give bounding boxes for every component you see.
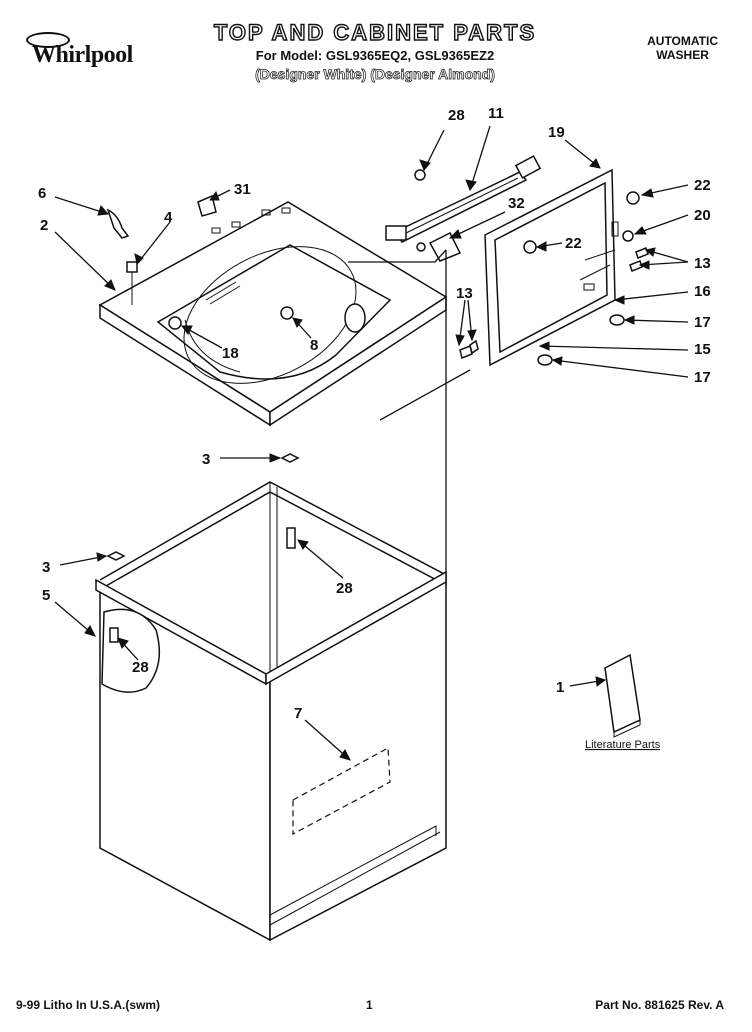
- callout-13-left: 13: [456, 285, 473, 302]
- callout-3: 3: [202, 451, 210, 468]
- literature-booklet: [604, 653, 641, 738]
- lid-switch-assembly: [385, 155, 542, 262]
- arrowheads: [84, 158, 656, 761]
- washer-top: [98, 201, 448, 427]
- washer-cabinet: [95, 481, 447, 942]
- product-line-1: AUTOMATIC: [647, 34, 718, 48]
- callout-2: 2: [40, 217, 48, 234]
- logo-oval: [26, 32, 70, 48]
- lid-frame: [484, 168, 619, 367]
- callout-17-lower: 17: [694, 369, 711, 386]
- callout-11: 11: [488, 105, 504, 122]
- cabinet-hardware: [106, 453, 300, 561]
- callout-15: 15: [694, 341, 711, 358]
- brand-name: Whirlpool: [32, 42, 133, 68]
- hardware-parts: [106, 191, 649, 366]
- callout-22: 22: [694, 177, 711, 194]
- callout-16: 16: [694, 283, 711, 300]
- callout-18: 18: [222, 345, 239, 362]
- footer-part-number: Part No. 881625 Rev. A: [595, 998, 724, 1012]
- model-numbers: For Model: GSL9365EQ2, GSL9365EZ2: [255, 48, 495, 63]
- color-variants: (Designer White) (Designer Almond): [255, 66, 496, 83]
- product-line-2: WASHER: [656, 48, 709, 62]
- callout-5: 5: [42, 587, 50, 604]
- callout-22-inner: 22: [565, 235, 582, 252]
- footer-print-info: 9-99 Litho In U.S.A.(swm): [16, 998, 161, 1012]
- whirlpool-logo: Whirlpool: [18, 30, 148, 72]
- callout-4: 4: [164, 209, 173, 226]
- callout-numbers: 28 11 19 6 31 4 32 22 22 20 2 13 13 16 1…: [38, 105, 711, 751]
- literature-parts-label: Literature Parts: [585, 739, 661, 751]
- callout-28: 28: [448, 107, 465, 124]
- callout-20: 20: [694, 207, 711, 224]
- callout-1: 1: [556, 679, 564, 696]
- callout-7: 7: [294, 705, 302, 722]
- callout-13: 13: [694, 255, 711, 272]
- footer-page-number: 1: [366, 998, 373, 1012]
- page-title: TOP AND CABINET PARTS: [213, 19, 537, 45]
- callout-8: 8: [310, 337, 318, 354]
- callout-28-cutaway: 28: [132, 659, 149, 676]
- callout-19: 19: [548, 124, 565, 141]
- callout-6: 6: [38, 185, 46, 202]
- product-type: AUTOMATIC WASHER: [647, 34, 718, 62]
- callout-31: 31: [234, 181, 251, 198]
- callout-32: 32: [508, 195, 525, 212]
- callout-17: 17: [694, 314, 711, 331]
- callout-28-cabinet: 28: [336, 580, 353, 597]
- callout-3-left: 3: [42, 559, 50, 576]
